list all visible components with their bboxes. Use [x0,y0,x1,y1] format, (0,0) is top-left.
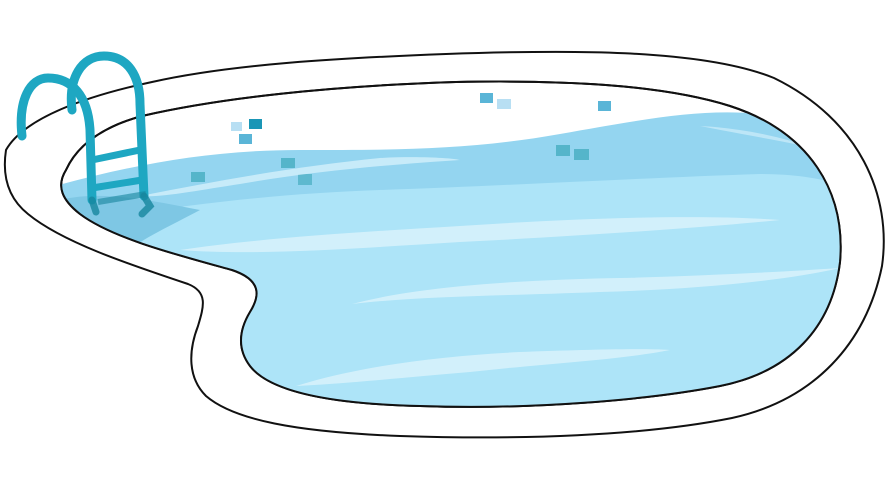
ladder-step-submerged [97,191,147,205]
ladder-icon [16,51,155,218]
pool-tile-icon [249,119,262,129]
ladder-step [91,176,143,192]
ladder-submerged [88,192,155,218]
pool-tile-icon [281,158,295,168]
water-ripple [140,157,460,197]
pool-tile-icon [480,93,493,103]
pool-tile-icon [191,172,205,182]
ladder-step [91,146,141,164]
pool-tile-icon [231,122,242,131]
pool-tile-icon [556,145,570,156]
pool-tile-icon [574,149,589,160]
water-front [61,174,841,407]
pool-tile-icon [497,99,511,109]
pool-tile-icon [598,101,611,111]
pool-tile-icon [298,174,312,185]
ladder-rail-front [16,73,97,205]
water-ripple [296,349,670,386]
water-ripple [180,217,780,253]
pool-tile-icon [239,134,252,144]
water-ripple [352,268,840,304]
pool-basin-edge [60,80,842,408]
